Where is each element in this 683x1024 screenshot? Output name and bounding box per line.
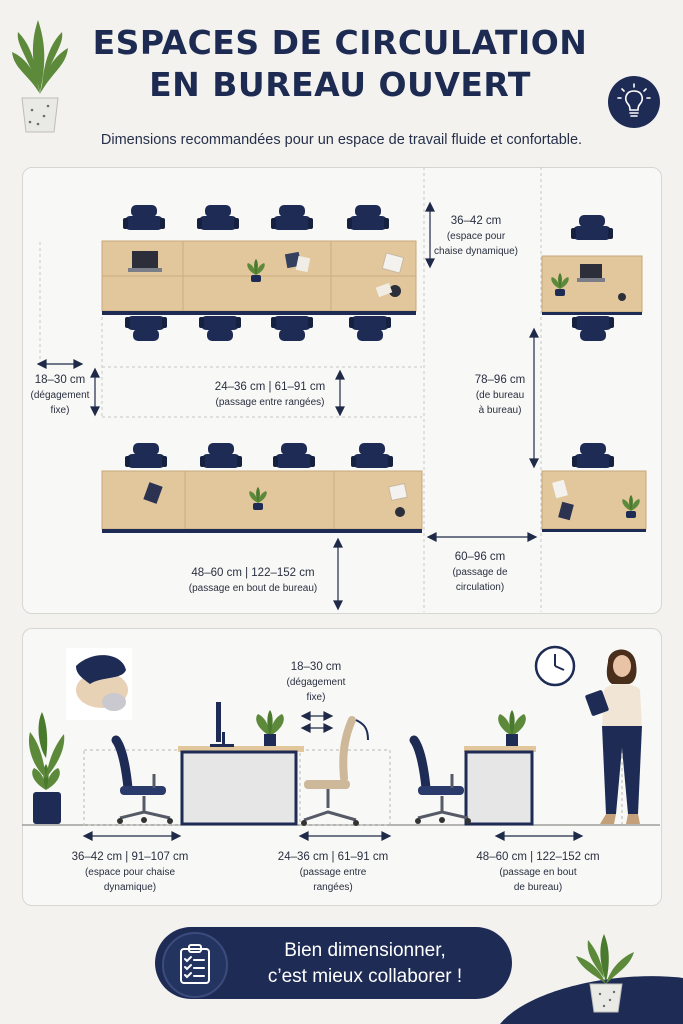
- desk-row-1: [101, 240, 417, 315]
- side-view-drawing: [22, 645, 660, 841]
- label-fixed-clearance-side: 18–30 cm (dégagement fixe): [286, 661, 346, 703]
- desk-row-2: [101, 470, 423, 533]
- side-chair-1: [116, 740, 173, 824]
- top-plan-drawing: [36, 167, 647, 612]
- label-fixed-clearance-top: 18–30 cm (dégagement fixe): [30, 374, 90, 416]
- plant-icon: [12, 20, 68, 133]
- label-chair-space-side: 36–42 cm | 91–107 cm (espace pour chaise…: [71, 851, 189, 893]
- label-desk-end-side: 48–60 cm | 122–152 cm (passage en bout d…: [476, 851, 600, 893]
- desk-right-top: [541, 255, 643, 315]
- plant-icon: [576, 934, 634, 1013]
- person-with-tablet: [585, 649, 642, 824]
- cta-text: Bien dimensionner, c’est mieux collabore…: [230, 938, 500, 990]
- wall-art: [66, 648, 132, 720]
- corner-decoration: [500, 934, 683, 1024]
- lightbulb-badge: [608, 76, 660, 128]
- lightbulb-icon: [617, 83, 651, 117]
- chair-row-1-top: [123, 205, 613, 240]
- cta-line-1: Bien dimensionner,: [284, 940, 446, 961]
- label-chair-space-top: 36–42 cm (espace pour chaise dynamique): [434, 215, 518, 257]
- label-row-passage-top: 24–36 cm | 61–91 cm (passage entre rangé…: [214, 381, 326, 408]
- title-line-1: ESPACES DE CIRCULATION: [92, 23, 588, 62]
- label-circulation: 60–96 cm (passage de circulation): [452, 551, 508, 593]
- desk-right-bottom: [541, 470, 647, 532]
- clock-icon: [534, 645, 576, 687]
- cta-line-2: c’est mieux collaborer !: [267, 966, 463, 987]
- floor-plant-left: [28, 712, 65, 824]
- side-chair-2: [414, 740, 471, 824]
- side-desk-2: [464, 710, 536, 826]
- cta-icon-badge: [162, 932, 228, 998]
- clipboard-checklist-icon: [180, 944, 210, 984]
- page-title: ESPACES DE CIRCULATION EN BUREAU OUVERT: [70, 22, 610, 106]
- page-subtitle: Dimensions recommandées pour un espace d…: [100, 132, 583, 148]
- label-desk-end-top: 48–60 cm | 122–152 cm (passage en bout d…: [188, 567, 318, 594]
- label-row-passage-side: 24–36 cm | 61–91 cm (passage entre rangé…: [277, 851, 389, 893]
- side-chair-beige: [301, 716, 369, 826]
- side-desk-1: [178, 702, 304, 826]
- title-line-2: EN BUREAU OUVERT: [149, 65, 531, 104]
- label-desk-to-desk: 78–96 cm (de bureau à bureau): [474, 374, 526, 416]
